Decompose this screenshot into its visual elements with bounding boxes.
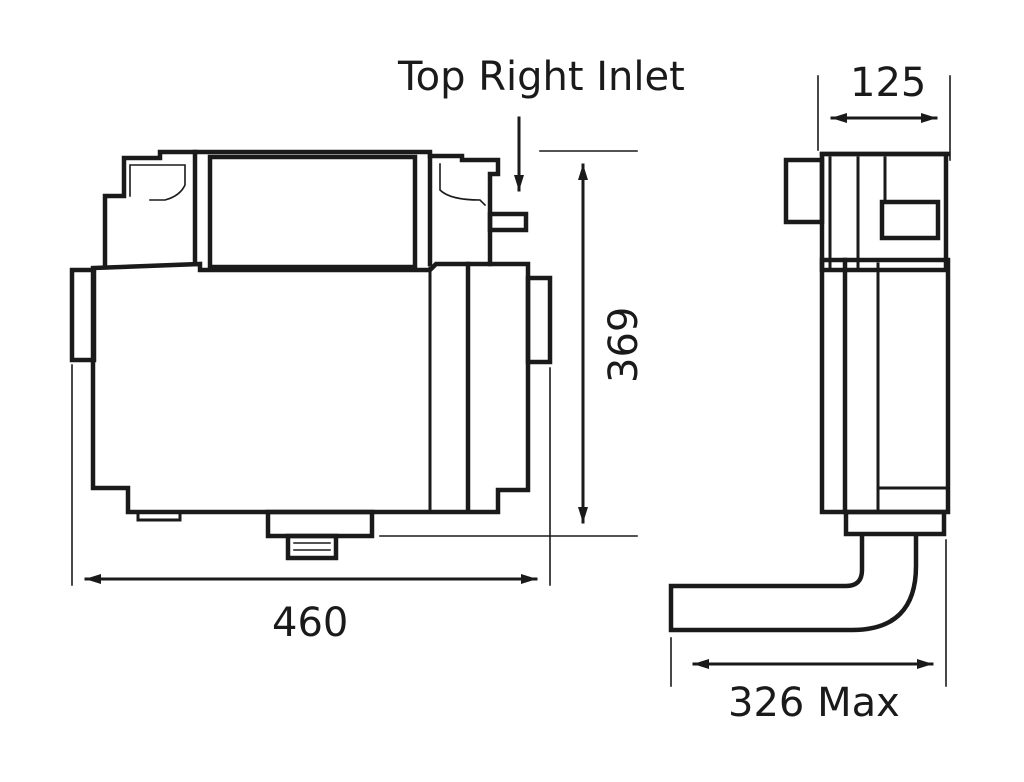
front-left-lug	[69, 267, 97, 363]
front-outlet-nozzle	[285, 533, 339, 561]
side-dimensions: 125 326 Max	[670, 60, 951, 726]
front-top-right-detail	[439, 163, 487, 207]
side-window	[879, 199, 941, 241]
front-tank-body	[90, 261, 531, 515]
front-right-lug	[525, 275, 553, 365]
side-view	[668, 151, 951, 633]
inlet-label: Top Right Inlet	[397, 54, 685, 100]
side-outlet-elbow	[668, 533, 919, 633]
front-view	[69, 149, 553, 561]
front-top-right-housing	[427, 153, 501, 267]
side-lower-tank	[819, 257, 951, 515]
side-inlet-stub	[783, 157, 825, 225]
front-top-lid	[192, 149, 433, 267]
front-top-left-detail	[129, 164, 186, 201]
front-top-recess	[207, 154, 418, 270]
height-dimension-label: 369	[601, 307, 647, 383]
front-bottom-foot	[136, 510, 182, 522]
front-bottom-outlet	[265, 509, 375, 539]
front-dimensions: 460 369	[71, 150, 647, 646]
depth-dimension-label: 125	[850, 60, 926, 106]
width-dimension-label: 460	[272, 600, 348, 646]
front-inlet-stub	[487, 211, 529, 233]
outlet-dimension-label: 326 Max	[728, 680, 900, 726]
front-top-left-housing	[102, 149, 198, 267]
side-bottom-base	[843, 509, 947, 537]
